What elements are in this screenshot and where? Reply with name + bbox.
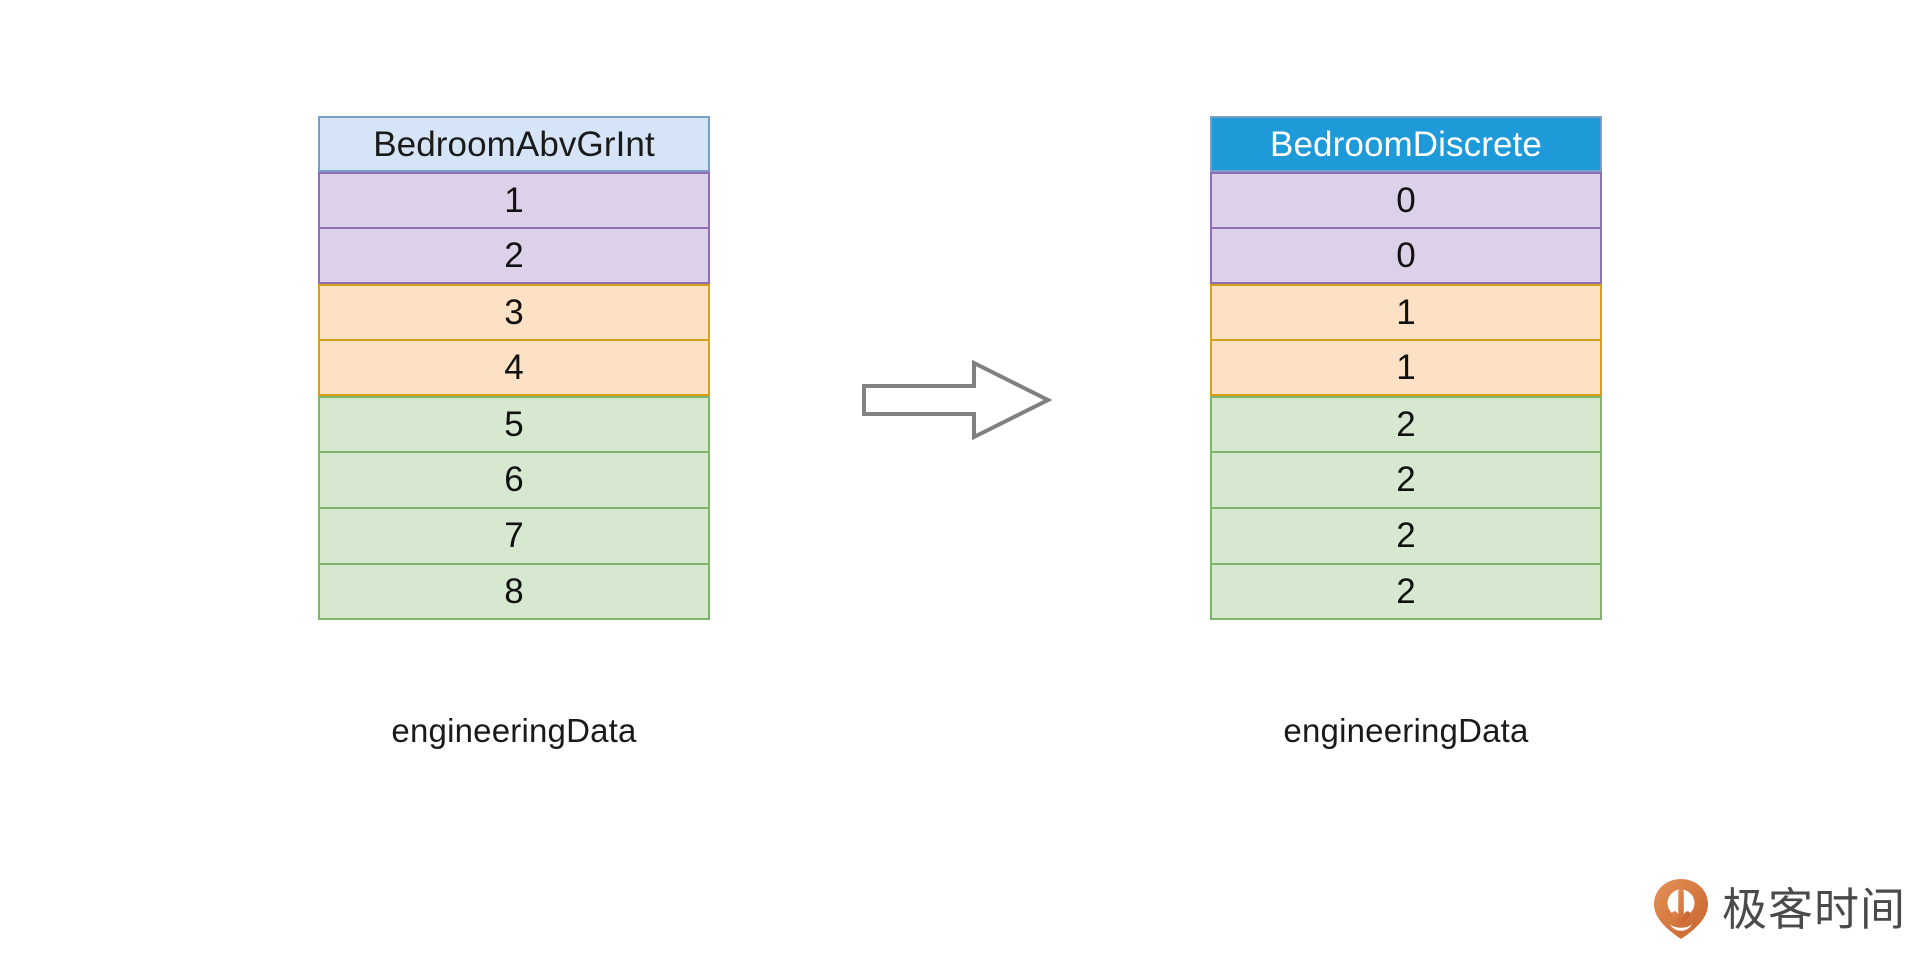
target-table: BedroomDiscrete 0 0 1 1 2 2 2 2 [1210,116,1602,620]
table-row: 0 [1210,228,1602,284]
arrow-right-icon [862,359,1053,441]
table-row: 1 [318,172,710,228]
source-table-caption: engineeringData [391,712,637,749]
table-row: 2 [1210,452,1602,508]
table-row: 6 [318,452,710,508]
table-row: 0 [1210,172,1602,228]
table-row: 3 [318,284,710,340]
watermark-brand-text: 极客时间 [1722,882,1907,936]
table-row: 4 [318,340,710,396]
source-table: BedroomAbvGrInt 1 2 3 4 5 6 7 8 [318,116,710,620]
table-row: 2 [318,228,710,284]
table-row: 5 [318,396,710,452]
target-table-header: BedroomDiscrete [1210,116,1602,172]
table-row: 1 [1210,340,1602,396]
table-row: 7 [318,508,710,564]
target-table-caption: engineeringData [1283,712,1529,749]
source-table-header: BedroomAbvGrInt [318,116,710,172]
table-row: 2 [1210,396,1602,452]
table-row: 1 [1210,284,1602,340]
table-row: 2 [1210,508,1602,564]
geektime-pin-icon [1654,879,1708,939]
table-row: 2 [1210,564,1602,620]
table-row: 8 [318,564,710,620]
watermark: 极客时间 [1652,872,1905,946]
transform-arrow [862,359,1053,441]
